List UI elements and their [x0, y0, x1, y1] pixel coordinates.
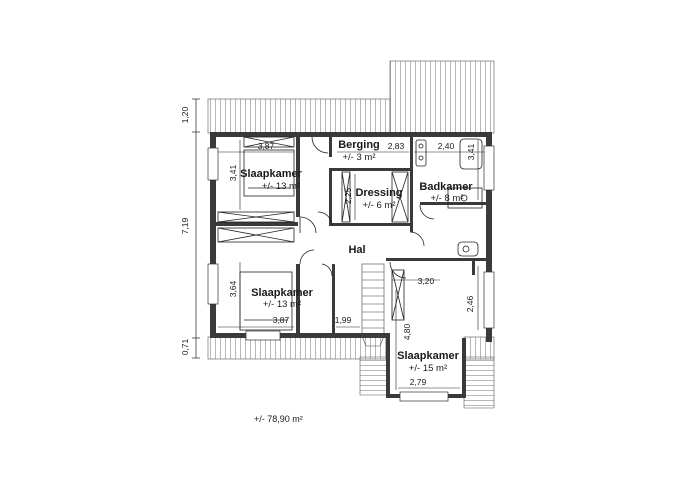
- outer-dimension-lines: [192, 98, 200, 359]
- dim-outer-071: 0,71: [180, 338, 190, 355]
- dim-outer-120: 1,20: [180, 106, 190, 123]
- dim-283: 2,83: [388, 141, 405, 151]
- roof-overhangs: [207, 60, 495, 409]
- dim-364: 3,64: [228, 280, 238, 297]
- room-area-berging: +/- 3 m²: [343, 152, 376, 163]
- dim-341-left: 3,41: [228, 164, 238, 181]
- dim-387-top: 3,87: [258, 141, 275, 151]
- inner-walls: [216, 137, 486, 338]
- beds: [239, 149, 295, 331]
- dim-387-bottom: 3,87: [273, 315, 290, 325]
- room-name-dressing: Dressing: [355, 187, 402, 199]
- wardrobes: [217, 136, 409, 321]
- room-area-badkamer: +/- 8 m²: [431, 193, 464, 204]
- dim-480: 4,80: [402, 323, 412, 340]
- dim-199: 1,99: [335, 315, 352, 325]
- door-swings: [299, 136, 435, 279]
- dim-320: 3,20: [418, 276, 435, 286]
- room-name-hal: Hal: [348, 244, 365, 256]
- dim-246: 2,46: [465, 295, 475, 312]
- room-name-slaapkamer-3: Slaapkamer: [397, 350, 459, 362]
- room-name-slaapkamer-2: Slaapkamer: [251, 287, 313, 299]
- dim-240: 2,40: [438, 141, 455, 151]
- dim-279: 2,79: [410, 377, 427, 387]
- room-name-slaapkamer-1: Slaapkamer: [240, 168, 302, 180]
- room-area-slaapkamer-3: +/- 15 m²: [409, 363, 447, 374]
- dim-341-right: 3,41: [466, 143, 476, 160]
- room-area-slaapkamer-1: +/- 13 m²: [262, 181, 300, 192]
- room-name-badkamer: Badkamer: [419, 181, 473, 193]
- bathroom-fixtures: [415, 138, 483, 257]
- room-area-slaapkamer-2: +/- 13 m²: [263, 299, 301, 310]
- staircase: [361, 263, 385, 347]
- total-area-label: +/- 78,90 m²: [254, 414, 303, 424]
- dim-225: 2,25: [343, 187, 353, 204]
- dim-outer-719: 7,19: [180, 217, 190, 234]
- inner-dimension-lines: [218, 140, 485, 390]
- windows: [207, 145, 495, 402]
- room-area-dressing: +/- 6 m²: [363, 200, 396, 211]
- room-name-berging: Berging: [338, 139, 380, 151]
